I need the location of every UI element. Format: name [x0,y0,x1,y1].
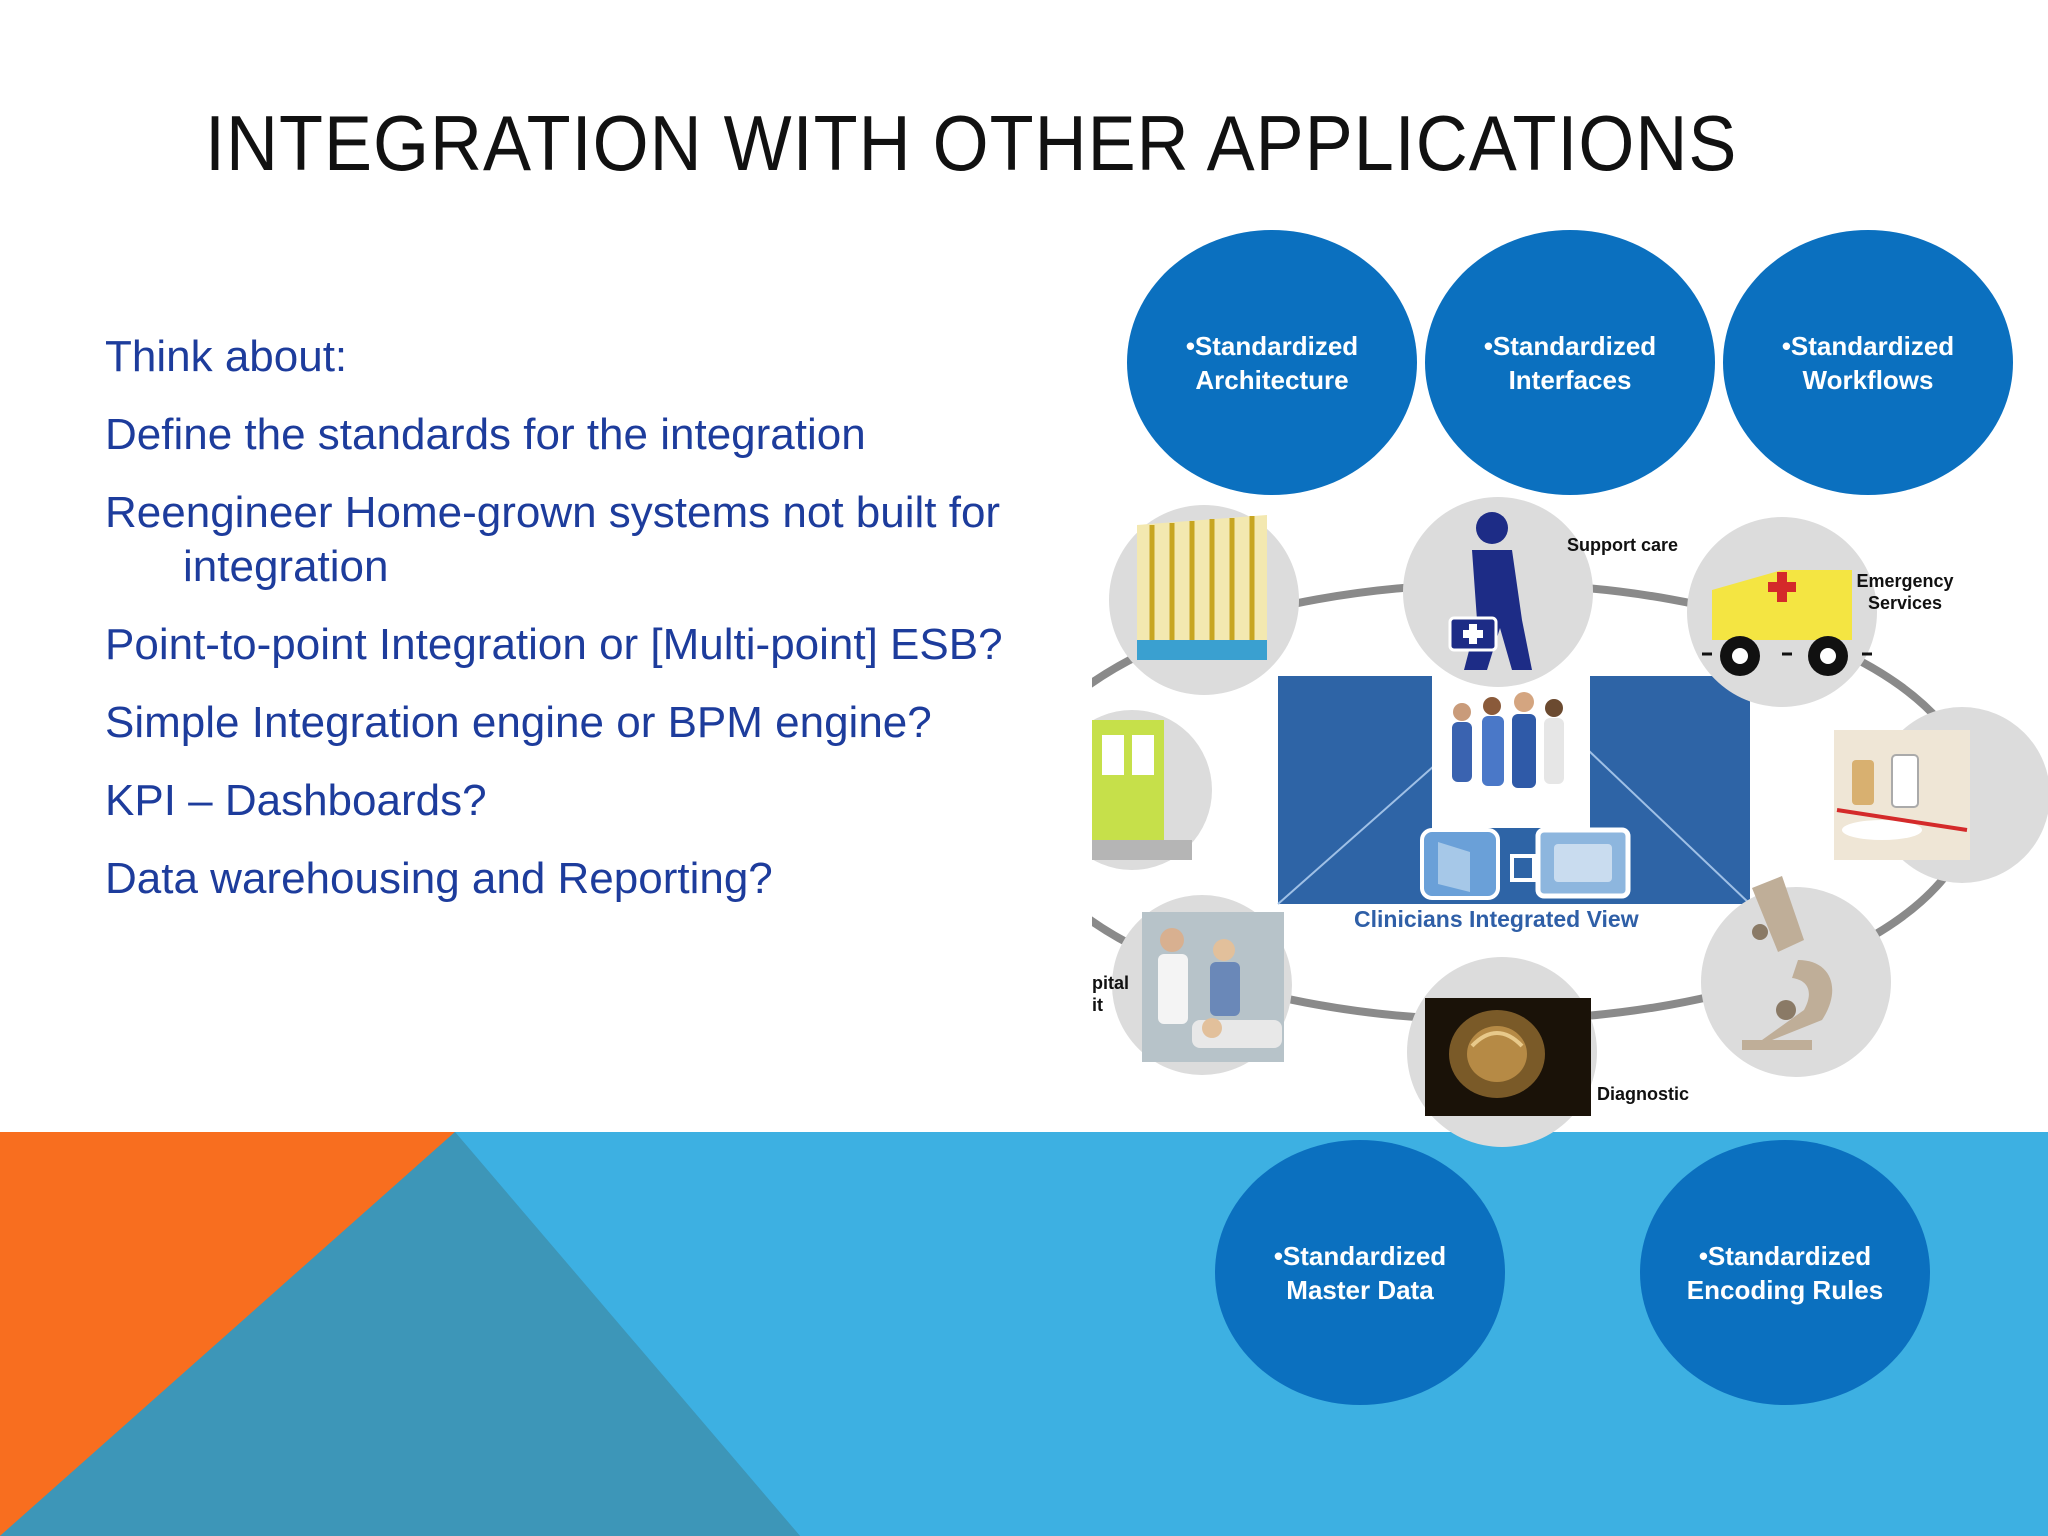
ellipse-line: Interfaces [1508,364,1632,395]
hospital-visit-node [1112,895,1292,1075]
bullet-item: Simple Integration engine or BPM engine? [105,698,932,747]
bullet-item: Point-to-point Integration or [Multi-poi… [105,620,1003,669]
laboratory-node [1701,876,1891,1077]
support-care-label: Support care [1567,535,1679,555]
ellipse-line: Master Data [1286,1274,1434,1305]
clinicians-integrated-view-caption: Clinicians Integrated View [1354,906,1639,932]
label-line: it [1092,995,1103,1015]
bullet-item: Reengineer Home-grown systems not built … [105,488,1001,591]
hospital-node [1109,505,1299,695]
pharmacy-node [1834,707,2048,883]
label-line: Emergency [1856,571,1954,591]
hospital-visit-label: pital it [1092,972,1129,1016]
bullet-item: Think about: [105,332,348,381]
ellipse-line: •Standardized [1781,330,1955,361]
panel-line [1587,749,1751,905]
ellipse-line: Workflows [1802,364,1934,395]
diagnostic-label: Diagnostic [1597,1084,1690,1104]
support-care-node [1403,497,1593,687]
ellipse-line: •Standardized [1185,330,1359,361]
diagram-graphics [1092,497,2048,1147]
label-line: Services [1867,593,1943,613]
bullet-item: Data warehousing and Reporting? [105,854,773,903]
label-line: pital [1092,973,1130,993]
ellipse-line: Encoding Rules [1686,1274,1884,1305]
bullet-item: Define the standards for the integration [105,410,866,459]
panel-line [1277,749,1453,905]
emergency-services-label: Emergency Services [1850,570,1960,614]
ellipse-line: •Standardized [1698,1240,1872,1271]
clinic-node [1092,710,1212,870]
emergency-node [1687,517,1882,707]
bullet-item: KPI – Dashboards? [105,776,487,825]
ellipse-line: •Standardized [1273,1240,1447,1271]
diagnostic-node [1407,957,1597,1147]
clinicians-image [1432,676,1590,828]
ellipse-line: Architecture [1195,364,1349,395]
devices-icon [1420,827,1631,900]
slide-title: INTEGRATION WITH OTHER APPLICATIONS [205,101,1738,188]
bullet-list: Think about: Define the standards for th… [105,330,1065,930]
ellipse-line: •Standardized [1483,330,1657,361]
band-teal-overlay [0,1132,800,1536]
